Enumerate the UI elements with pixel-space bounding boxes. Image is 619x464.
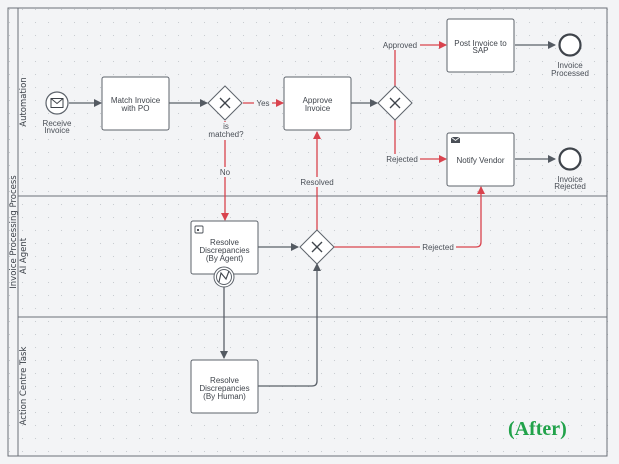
end-event-label: Rejected bbox=[554, 182, 586, 191]
lane-label-automation: Automation bbox=[19, 77, 29, 127]
task-label: Approve bbox=[303, 96, 333, 105]
gateway-label: is bbox=[223, 122, 229, 131]
task-resolve-by-human[interactable]: Resolve Discrepancies (By Human) bbox=[190, 359, 259, 414]
task-post-invoice-sap[interactable]: Post Invoice to SAP bbox=[446, 18, 515, 73]
end-event-label: Invoice bbox=[557, 61, 583, 70]
flow-label-rejected-agent: Rejected bbox=[422, 243, 454, 252]
end-event-invoice-processed[interactable] bbox=[558, 33, 582, 57]
envelope-icon bbox=[50, 98, 64, 108]
start-event-label: Invoice bbox=[44, 126, 70, 135]
task-label: Notify Vendor bbox=[456, 156, 504, 165]
pool-label: Invoice Processing Process bbox=[9, 175, 19, 289]
annotation-after: (After) bbox=[508, 418, 567, 440]
task-label: SAP bbox=[472, 46, 488, 55]
gateway-approval[interactable] bbox=[377, 85, 413, 121]
agent-icon bbox=[194, 225, 204, 234]
task-label: Post Invoice to bbox=[454, 39, 507, 48]
task-notify-vendor[interactable]: Notify Vendor bbox=[446, 132, 515, 187]
flow-label-approved: Approved bbox=[383, 41, 417, 50]
boundary-error-event-icon[interactable] bbox=[213, 266, 235, 288]
flow-label-yes: Yes bbox=[256, 99, 269, 108]
task-label: Invoice bbox=[305, 104, 331, 113]
flow-rejected-agent[interactable] bbox=[334, 186, 485, 248]
end-event-label: Processed bbox=[551, 69, 589, 78]
gateway-agent-result[interactable] bbox=[299, 229, 335, 265]
end-event-invoice-rejected[interactable] bbox=[558, 147, 582, 171]
task-match-invoice[interactable]: Match Invoice with PO bbox=[101, 76, 170, 131]
task-label: (By Human) bbox=[203, 392, 246, 401]
task-label: Discrepancies bbox=[199, 246, 249, 255]
flow-approved[interactable] bbox=[394, 41, 447, 86]
end-event-label: Invoice bbox=[557, 175, 583, 184]
lane-label-action-centre: Action Centre Task bbox=[19, 347, 29, 426]
flow-label-rejected: Rejected bbox=[386, 155, 418, 164]
x-icon bbox=[219, 97, 231, 109]
start-event-receive-invoice[interactable] bbox=[45, 91, 69, 115]
gateway-is-matched[interactable] bbox=[207, 85, 243, 121]
gateway-label: matched? bbox=[208, 130, 244, 139]
task-label: Discrepancies bbox=[199, 384, 249, 393]
lane-label-ai-agent: AI Agent bbox=[19, 237, 29, 274]
task-resolve-by-agent[interactable]: Resolve Discrepancies (By Agent) bbox=[190, 220, 259, 275]
flow-label-no: No bbox=[220, 168, 231, 177]
flow-label-resolved: Resolved bbox=[300, 178, 333, 187]
flow-human-to-gateway[interactable] bbox=[258, 263, 321, 387]
task-label: Match Invoice bbox=[111, 96, 161, 105]
flow-rejected[interactable] bbox=[394, 120, 447, 163]
start-event-label: Receive bbox=[43, 119, 72, 128]
task-approve-invoice[interactable]: Approve Invoice bbox=[283, 76, 352, 131]
task-label: Resolve bbox=[210, 376, 239, 385]
task-label: with PO bbox=[120, 104, 149, 113]
envelope-icon bbox=[450, 136, 461, 143]
pool: Invoice Processing Process Automation AI… bbox=[7, 7, 608, 457]
task-label: (By Agent) bbox=[206, 254, 244, 263]
task-label: Resolve bbox=[210, 238, 239, 247]
x-icon bbox=[389, 97, 401, 109]
x-icon bbox=[311, 241, 323, 253]
